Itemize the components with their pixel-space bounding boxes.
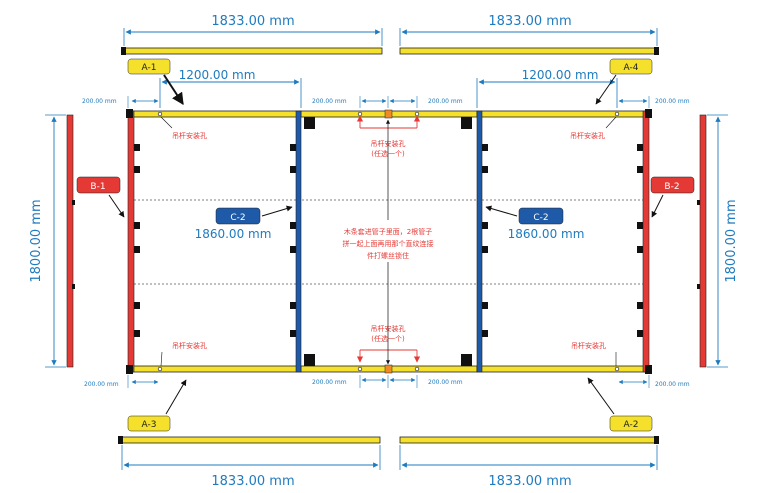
- small-bottom-center-left-label: 200.00 mm: [312, 379, 347, 386]
- left-post: [66, 114, 75, 368]
- small-bottom-center-right-label: 200.00 mm: [428, 379, 463, 386]
- right-height-label: 1800.00 mm: [724, 199, 739, 282]
- bottom-left-dim-label: 1833.00 mm: [211, 474, 294, 489]
- span-right-label: 1200.00 mm: [522, 68, 599, 82]
- right-post: [697, 114, 707, 368]
- top-left-bar: [121, 47, 383, 55]
- c2-left-dim-label: 1860.00 mm: [195, 227, 272, 241]
- right-height-dimension: 1800.00 mm: [707, 114, 739, 368]
- tag-c2-right: C-2 1860.00 mm: [485, 205, 585, 241]
- center-line3: 件打螺丝锁住: [367, 251, 409, 260]
- top-right-dim-label: 1833.00 mm: [488, 14, 571, 29]
- top-left-dimension: 1833.00 mm: [123, 14, 383, 46]
- top-right-dimension: 1833.00 mm: [399, 14, 658, 46]
- hole-top-left-label: 吊杆安装孔: [172, 131, 207, 140]
- svg-text:C-2: C-2: [230, 213, 245, 223]
- svg-text:B-1: B-1: [90, 182, 105, 192]
- center-instruction: 木条套进管子里面，2根管子 拼一起上面再用那个直纹连接 件打螺丝锁住: [343, 119, 434, 365]
- small-bottom-right-label: 200.00 mm: [655, 381, 690, 388]
- small-dims: 200.00 mm 200.00 mm 200.00 mm 200.00 mm …: [82, 96, 690, 388]
- center-top-note: 吊杆安装孔 (任选一个): [356, 115, 421, 158]
- hole-bottom-left-label: 吊杆安装孔: [172, 341, 207, 350]
- tag-a3: A-3: [127, 379, 187, 432]
- svg-text:A-2: A-2: [624, 420, 639, 430]
- left-height-label: 1800.00 mm: [29, 199, 44, 282]
- center-bottom-note: 吊杆安装孔 (任选一个): [356, 324, 421, 363]
- c2-right-dim-label: 1860.00 mm: [508, 227, 585, 241]
- hole-top-right-label: 吊杆安装孔: [570, 131, 605, 140]
- small-top-center-left-label: 200.00 mm: [312, 98, 347, 105]
- hole-bottom-right-label: 吊杆安装孔: [571, 341, 606, 350]
- small-top-left-label: 200.00 mm: [82, 98, 117, 105]
- top-left-dim-label: 1833.00 mm: [211, 14, 294, 29]
- span-left-label: 1200.00 mm: [179, 68, 256, 82]
- tag-a2: A-2: [587, 377, 653, 432]
- tag-a4: A-4: [595, 58, 653, 105]
- svg-text:A-1: A-1: [142, 63, 157, 73]
- span-left-dimension: 1200.00 mm: [159, 68, 302, 108]
- main-frame: [126, 109, 652, 374]
- bottom-left-bar: [118, 436, 381, 444]
- tag-c2-left: C-2 1860.00 mm: [195, 205, 293, 241]
- bottom-right-dim-label: 1833.00 mm: [488, 474, 571, 489]
- bottom-right-bar: [399, 436, 659, 444]
- small-top-center-right-label: 200.00 mm: [428, 98, 463, 105]
- small-top-right-label: 200.00 mm: [655, 98, 690, 105]
- svg-text:B-2: B-2: [664, 182, 679, 192]
- svg-text:A-3: A-3: [142, 420, 157, 430]
- tag-b2: B-2: [650, 176, 695, 218]
- tag-b1: B-1: [76, 176, 125, 218]
- bottom-left-dimension: 1833.00 mm: [121, 445, 381, 489]
- center-line1: 木条套进管子里面，2根管子: [344, 227, 432, 236]
- left-height-dimension: 1800.00 mm: [29, 114, 66, 368]
- svg-text:C-2: C-2: [533, 213, 548, 223]
- small-bottom-left-label: 200.00 mm: [84, 381, 119, 388]
- svg-text:A-4: A-4: [624, 63, 639, 73]
- top-right-bar: [399, 47, 659, 55]
- tag-a1: A-1: [127, 58, 184, 106]
- bottom-right-dimension: 1833.00 mm: [399, 445, 658, 489]
- hole-notes: 吊杆安装孔 吊杆安装孔 吊杆安装孔 吊杆安装孔: [160, 116, 617, 367]
- span-right-dimension: 1200.00 mm: [476, 68, 618, 108]
- center-line2: 拼一起上面再用那个直纹连接: [343, 239, 434, 248]
